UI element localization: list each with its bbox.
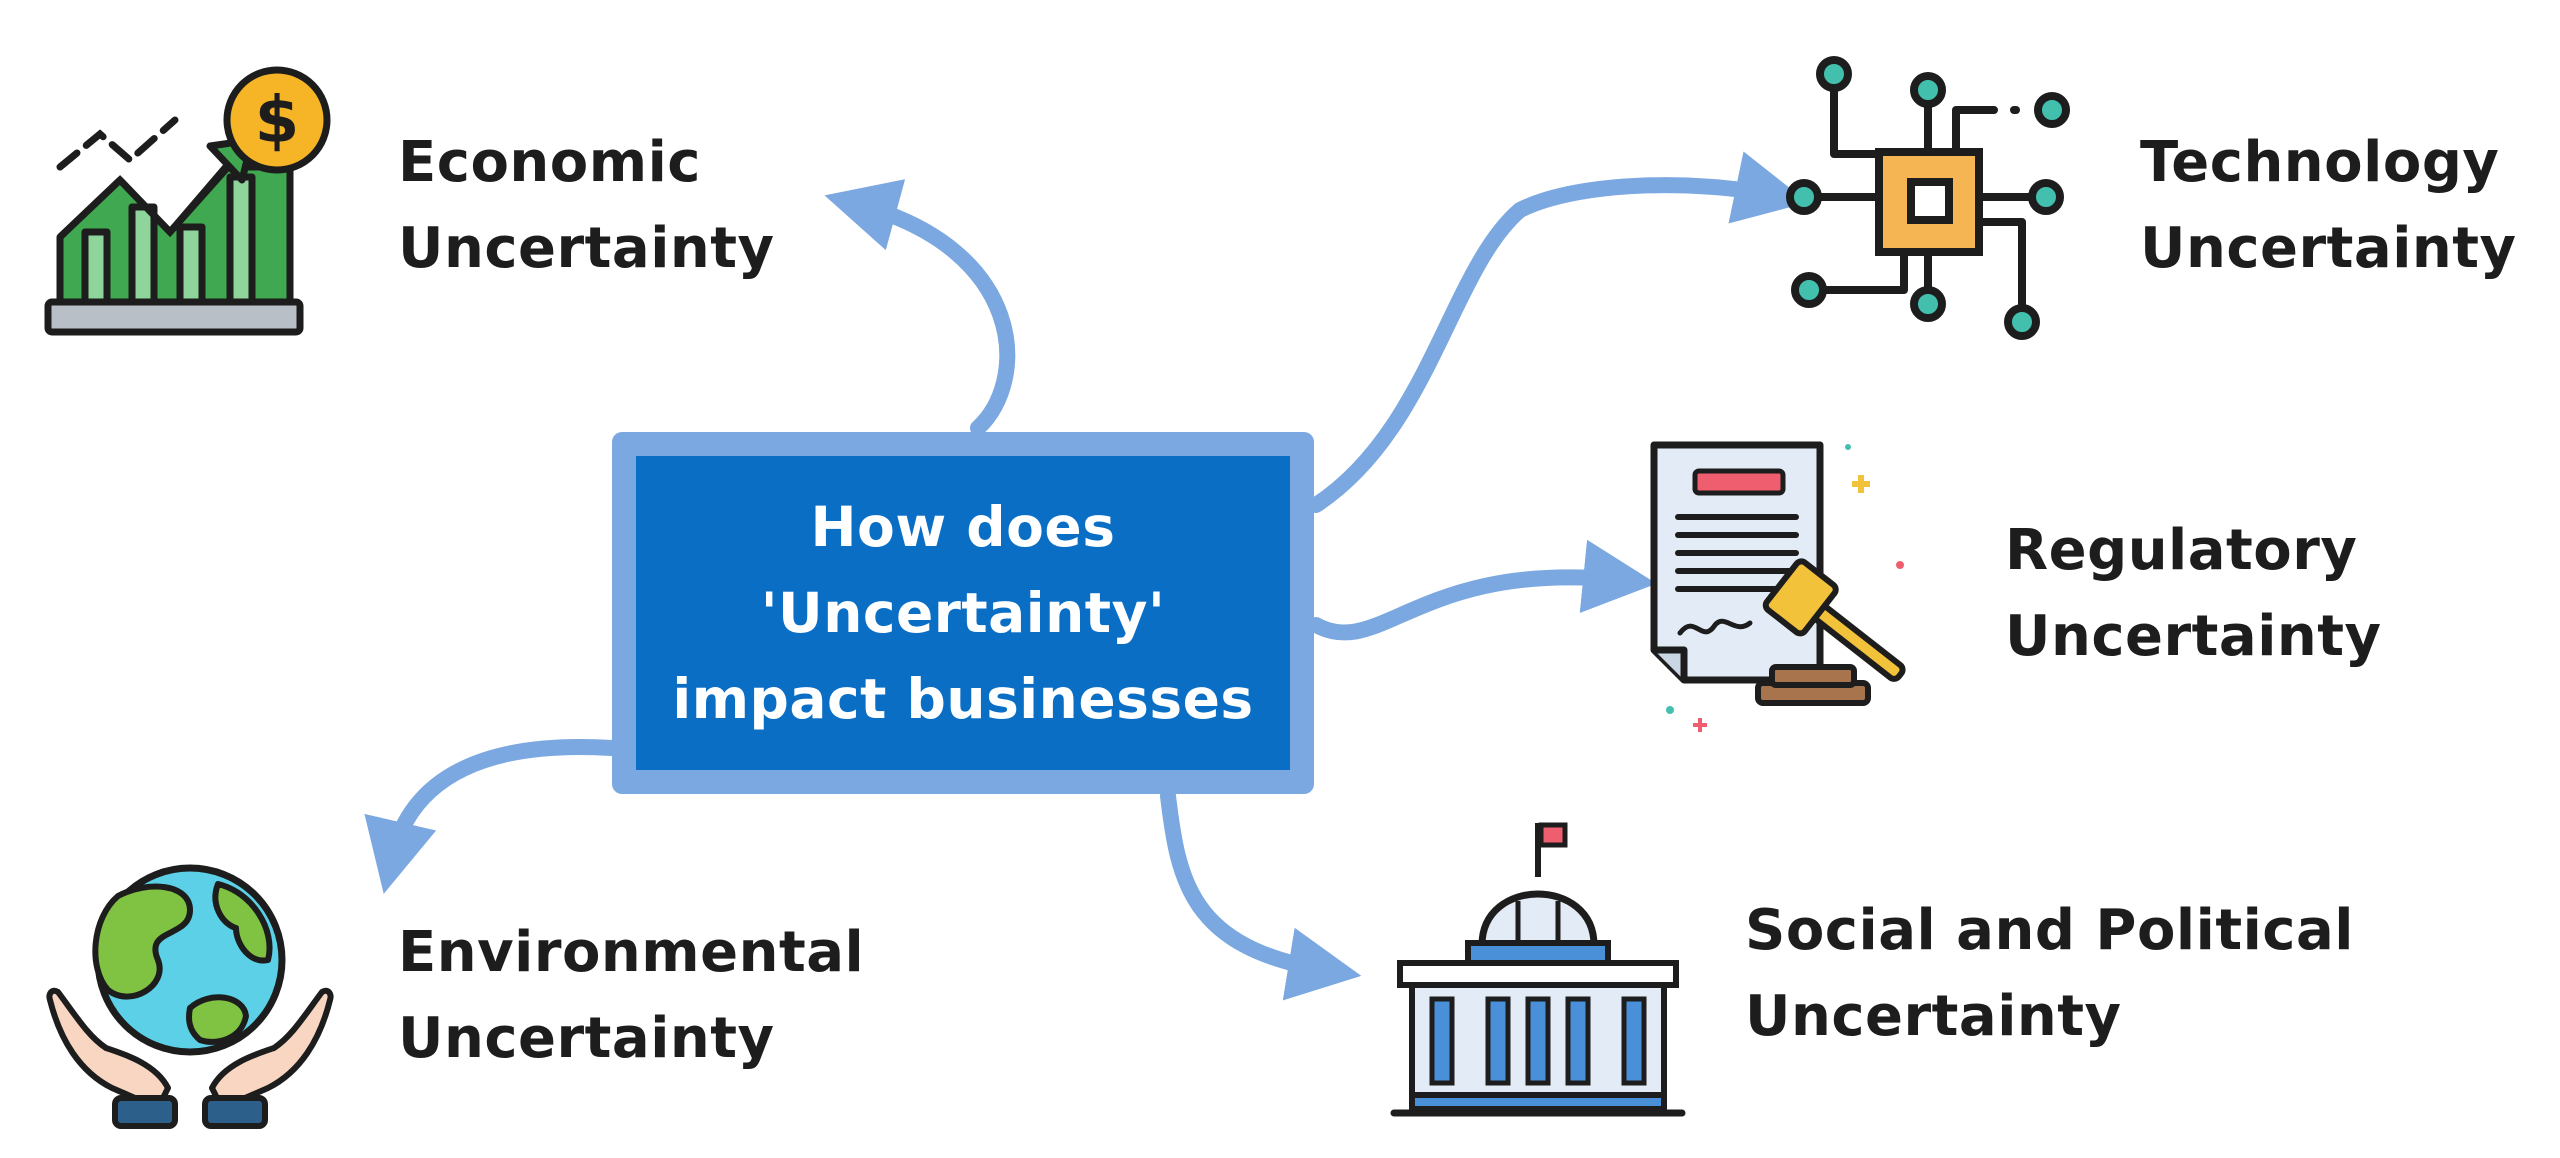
arrow-to-social [1160,788,1362,1001]
central-question-line-3: impact businesses [672,667,1254,731]
environmental-label-line-2: Uncertainty [398,1006,775,1071]
regulatory-uncertainty-label: Regulatory Uncertainty [2005,508,2382,680]
central-question-line-2: 'Uncertainty' [760,581,1166,645]
government-building-icon [1390,822,1686,1117]
social-label-line-1: Social and Political [1745,898,2354,963]
economic-label-line-2: Uncertainty [398,216,775,281]
svg-text:$: $ [255,84,300,158]
social-label-line-2: Uncertainty [1745,984,2122,1049]
economic-label-line-1: Economic [398,130,702,195]
arrow-to-economic [824,179,1016,436]
globe-in-hands-icon [46,864,334,1129]
legal-document-gavel-icon [1650,441,1906,732]
environmental-label-line-1: Environmental [398,920,865,985]
technology-label-line-1: Technology [2140,130,2500,195]
environmental-uncertainty-label: Environmental Uncertainty [398,910,864,1082]
arrow-to-technology [1308,151,1809,513]
central-question-text: How does 'Uncertainty' impact businesses [672,484,1253,742]
technology-uncertainty-label: Technology Uncertainty [2140,120,2517,292]
growth-chart-dollar-icon: $ [44,66,331,336]
central-question-line-1: How does [810,495,1116,559]
microchip-icon [1786,56,2070,340]
social-political-uncertainty-label: Social and Political Uncertainty [1745,888,2354,1060]
regulatory-label-line-2: Uncertainty [2005,604,2382,669]
arrow-to-regulatory [1308,539,1657,641]
economic-uncertainty-label: Economic Uncertainty [398,120,775,292]
arrow-to-environmental [364,739,620,894]
technology-label-line-2: Uncertainty [2140,216,2517,281]
central-question-box: How does 'Uncertainty' impact businesses [612,432,1314,794]
regulatory-label-line-1: Regulatory [2005,518,2358,583]
